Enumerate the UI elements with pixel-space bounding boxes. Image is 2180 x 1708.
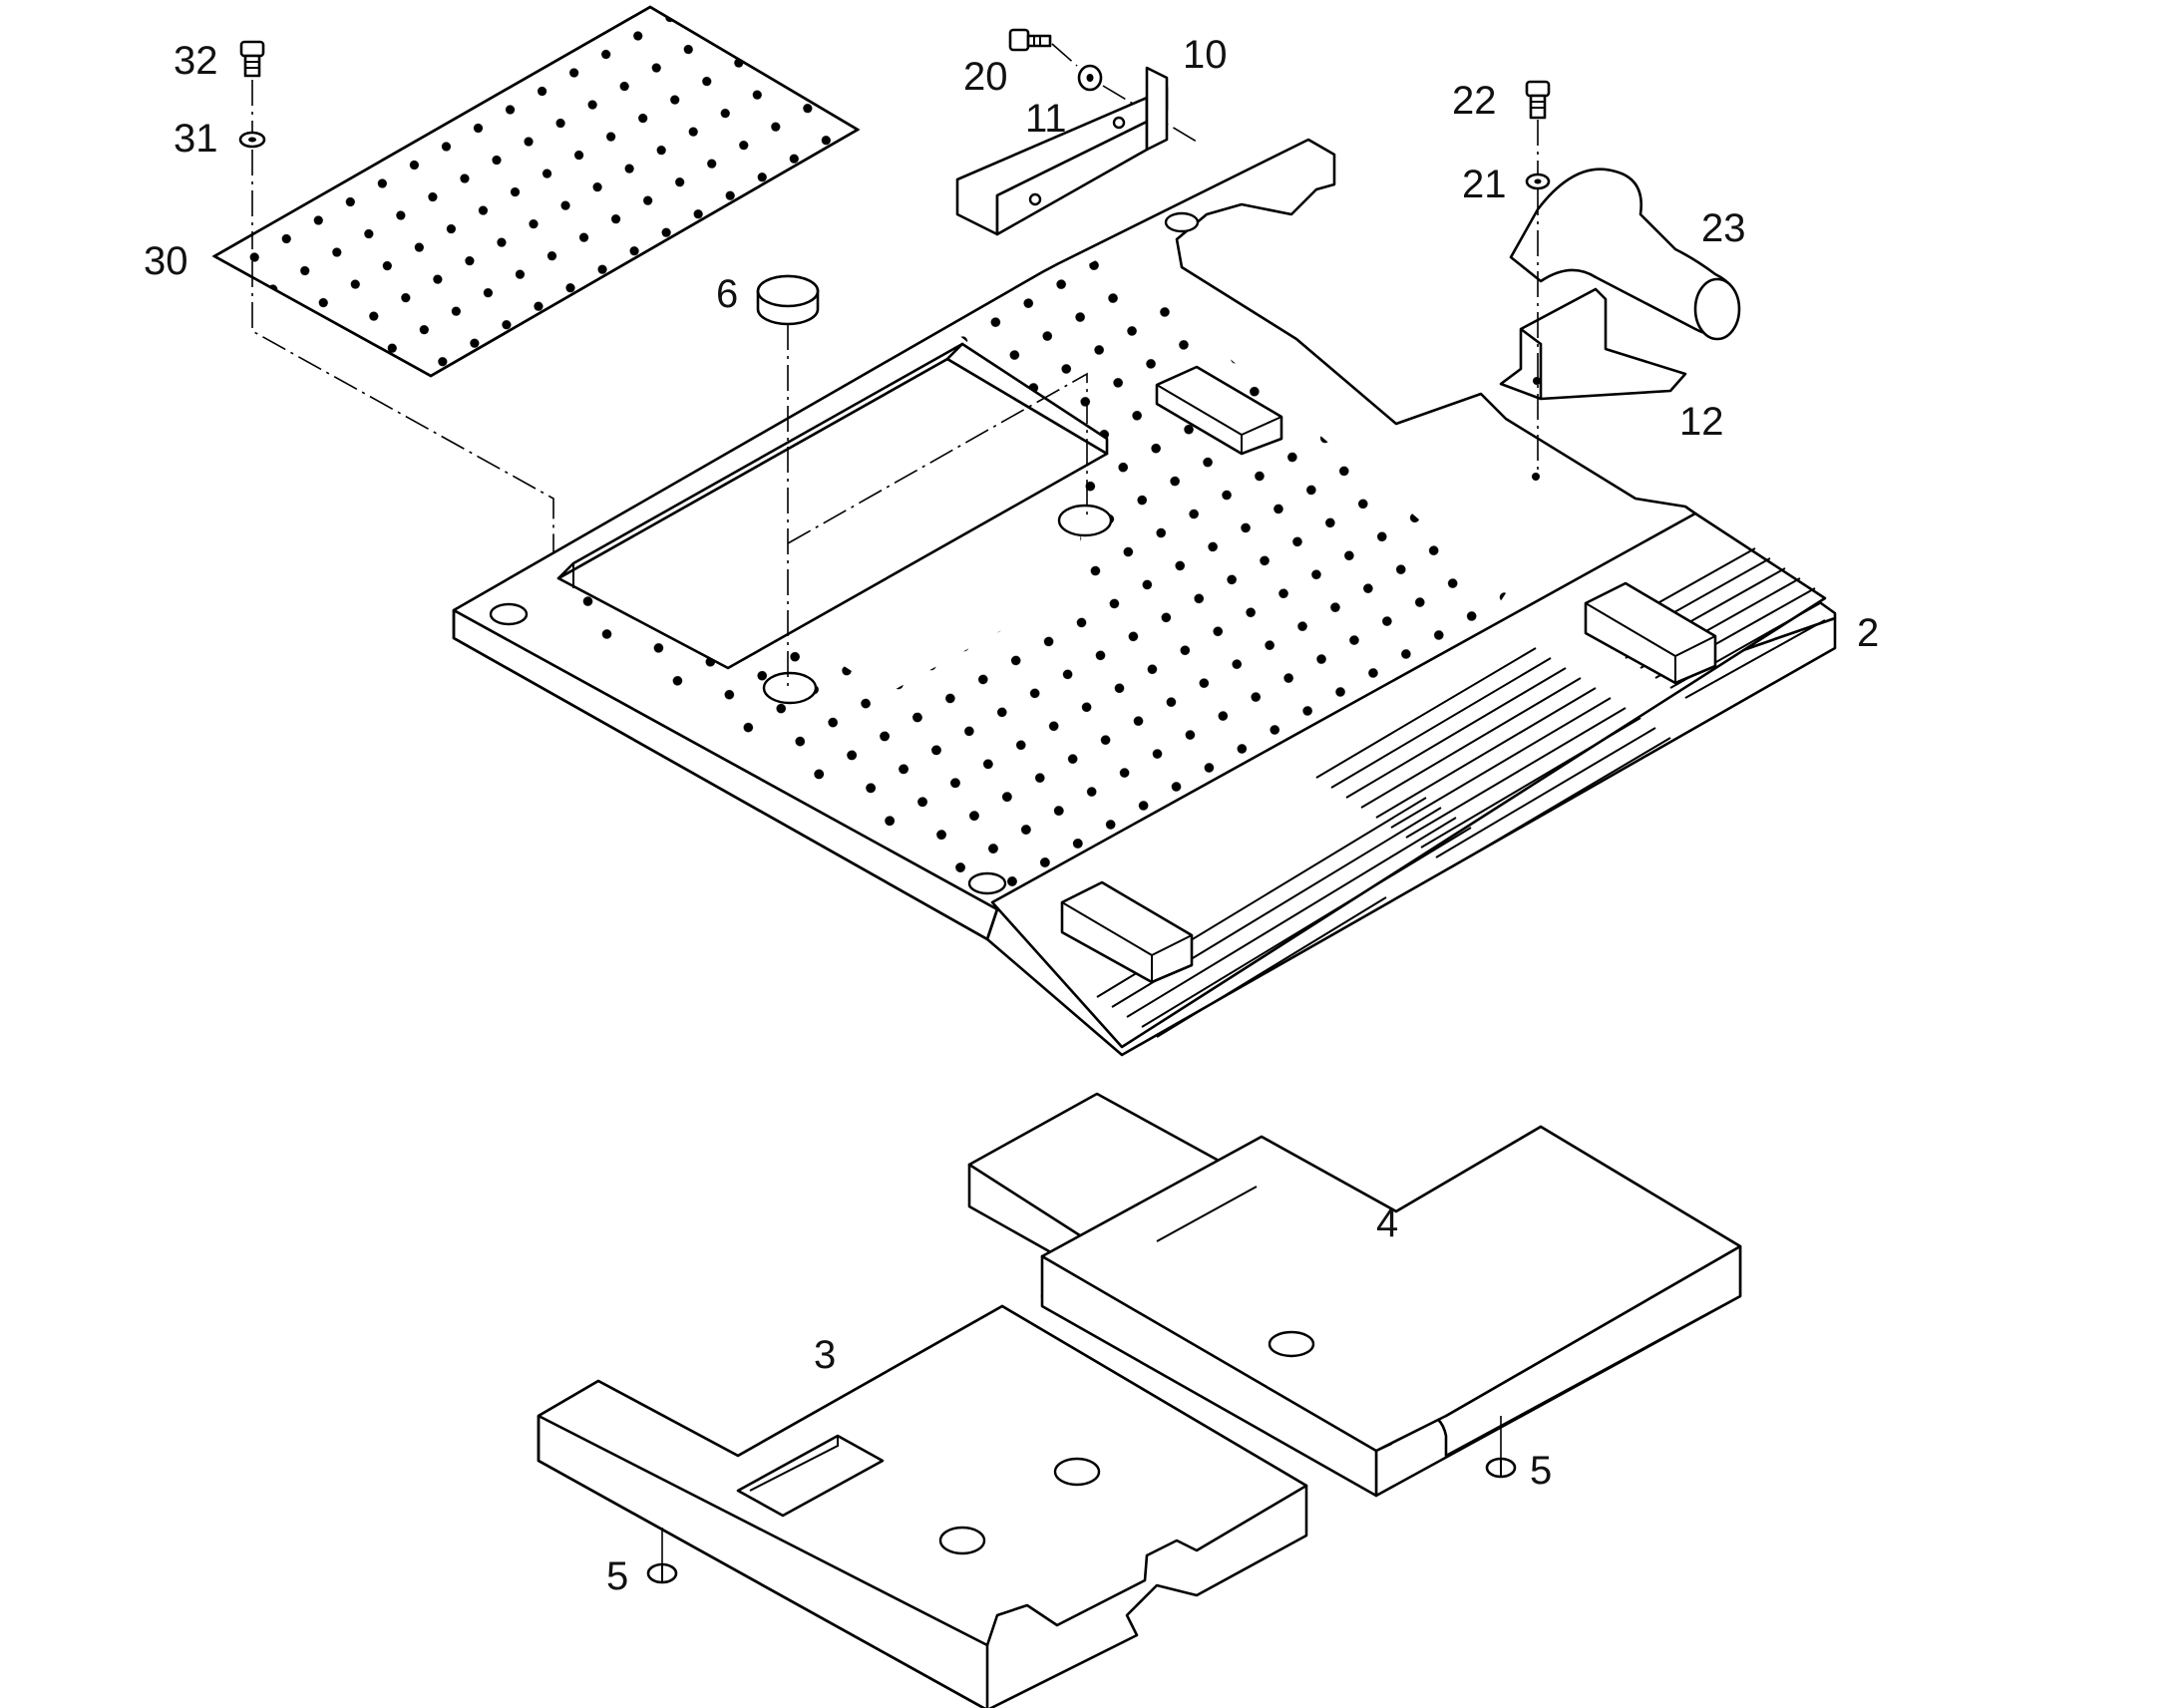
callout-20: 12	[1679, 400, 1724, 444]
callout-23: 23	[1701, 206, 1746, 250]
callout-3: 3	[814, 1333, 836, 1377]
callout-30: 30	[144, 239, 188, 283]
bolt-22	[1525, 80, 1551, 120]
bracket	[955, 66, 1169, 236]
plug-6	[756, 274, 820, 326]
perforated-plate	[211, 5, 861, 378]
floor-pad-4	[967, 1092, 1742, 1498]
fastener-5-left	[646, 1528, 678, 1584]
fastener-5-right	[1485, 1416, 1517, 1479]
screw-12	[1008, 28, 1052, 52]
floor-pad-3	[537, 1304, 1308, 1708]
callout-21: 21	[1462, 163, 1507, 206]
floor-panel	[452, 138, 1837, 1057]
washer-11	[1077, 64, 1103, 92]
callout-10: 10	[1183, 33, 1228, 77]
centerline-plate-mount	[251, 261, 554, 558]
callout-5-left: 5	[606, 1554, 628, 1598]
callout-31: 31	[174, 117, 218, 161]
callout-2: 2	[1857, 611, 1879, 655]
centerline-opening	[787, 372, 1088, 544]
callout-22: 22	[1452, 79, 1497, 123]
bolt-32	[239, 40, 265, 78]
callout-5-right: 5	[1530, 1449, 1552, 1493]
vent-slots	[1096, 547, 1826, 1038]
washer-21	[1525, 172, 1551, 190]
handle	[1509, 168, 1741, 341]
mount-bracket	[1499, 287, 1687, 401]
callout-4: 4	[1376, 1201, 1398, 1245]
callout-6: 6	[716, 272, 738, 316]
callout-32: 32	[174, 39, 218, 83]
washer-31	[238, 131, 266, 149]
callout-12: 20	[963, 55, 1008, 99]
callout-11: 11	[1025, 97, 1067, 141]
